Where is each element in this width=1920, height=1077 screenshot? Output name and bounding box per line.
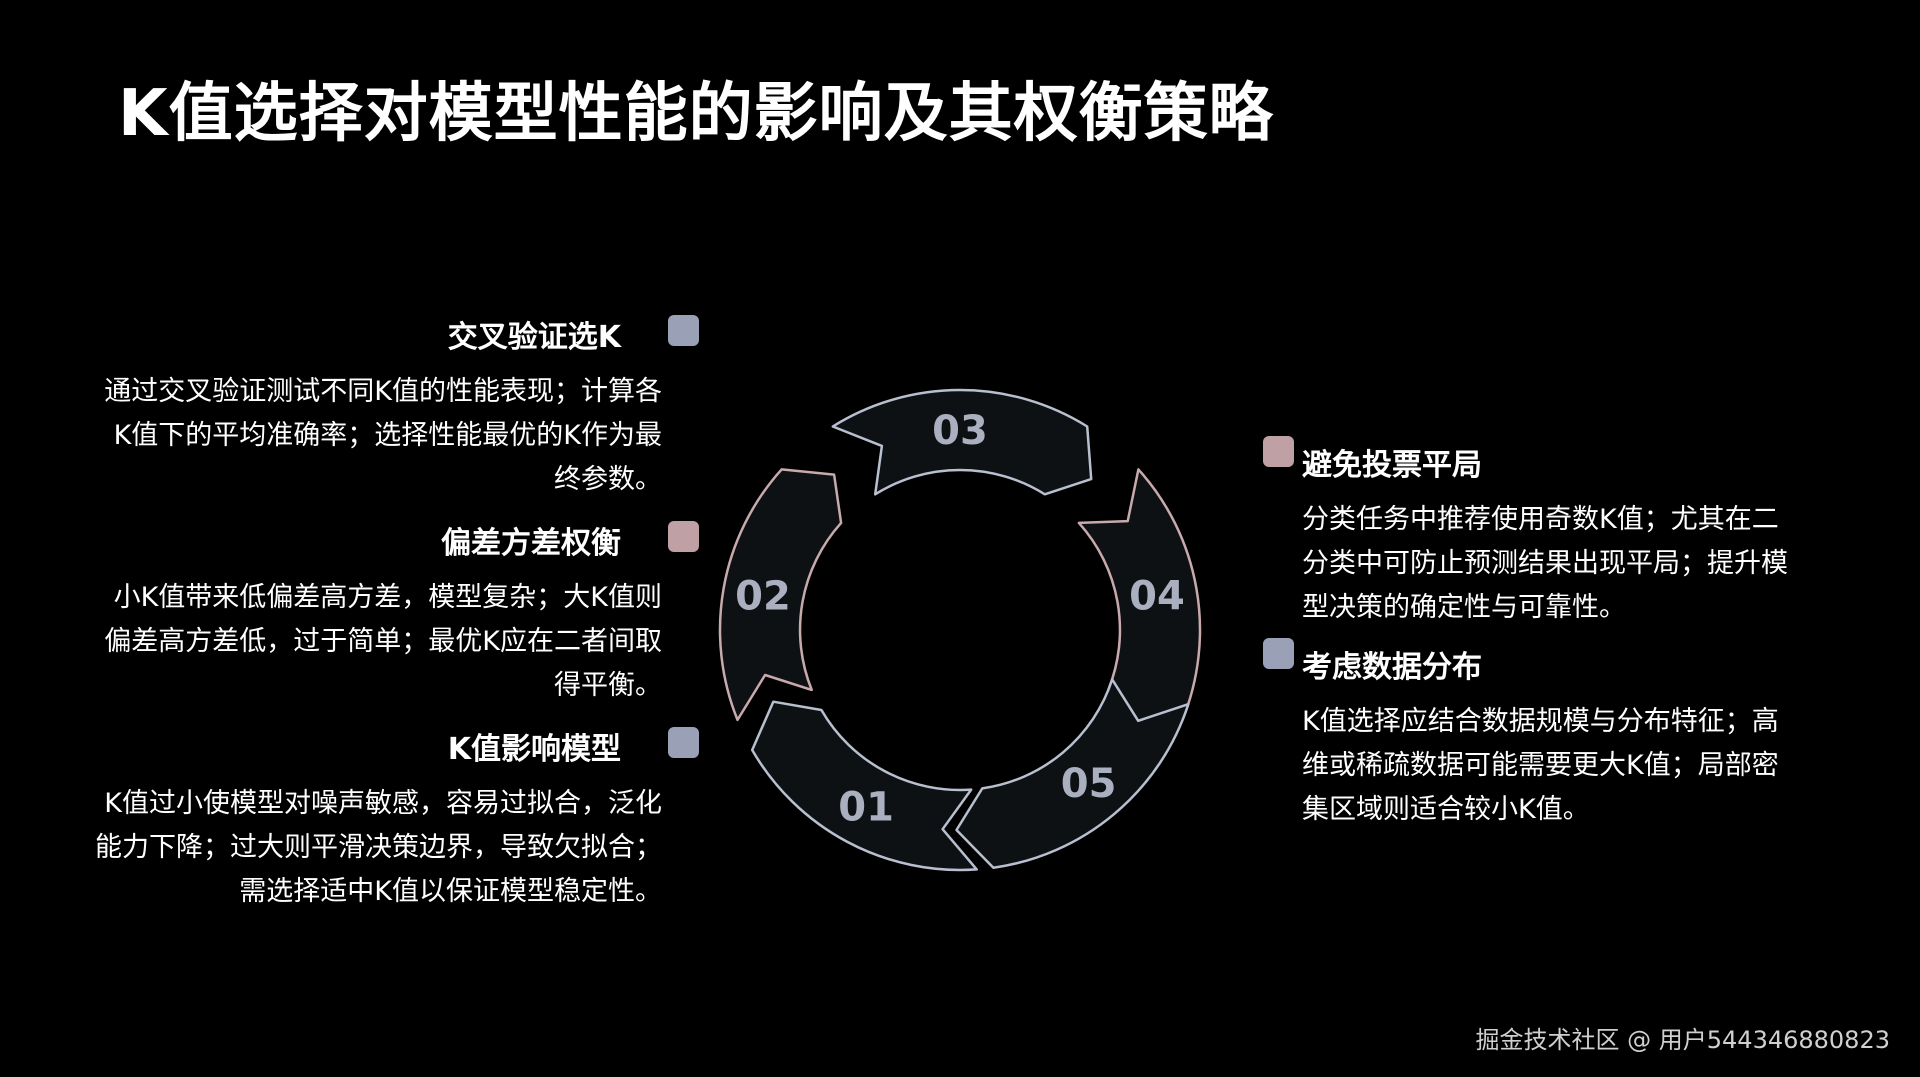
item-heading: 避免投票平局 bbox=[1302, 448, 1482, 483]
cycle-segment-label-05: 05 bbox=[1061, 761, 1117, 807]
item-description: 通过交叉验证测试不同K值的性能表现；计算各K值下的平均准确率；选择性能最优的K作… bbox=[104, 376, 662, 495]
cycle-segment-02 bbox=[718, 468, 843, 722]
item-heading: 偏差方差权衡 bbox=[441, 526, 621, 561]
right-item-head: 避免投票平局 bbox=[1264, 440, 1804, 484]
left-item-head: 偏差方差权衡 bbox=[102, 518, 699, 562]
item-heading: K值影响模型 bbox=[447, 732, 621, 767]
cycle-segment-label-01: 01 bbox=[838, 785, 894, 831]
item-description: 小K值带来低偏差高方差，模型复杂；大K值则偏差高方差低，过于简单；最优K应在二者… bbox=[104, 582, 662, 701]
left-item-bias-variance: 偏差方差权衡 小K值带来低偏差高方差，模型复杂；大K值则偏差高方差低，过于简单；… bbox=[102, 518, 699, 708]
blue-square-marker bbox=[668, 314, 699, 346]
right-item-head: 考虑数据分布 bbox=[1264, 642, 1804, 686]
pink-square-marker bbox=[668, 520, 699, 552]
right-item-data-distribution: 考虑数据分布 K值选择应结合数据规模与分布特征；高维或稀疏数据可能需要更大K值；… bbox=[1263, 638, 1804, 832]
cycle-diagram: 01 02 03 04 05 bbox=[718, 388, 1202, 872]
cycle-segment-03 bbox=[831, 388, 1093, 496]
page-title: K值选择对模型性能的影响及其权衡策略 bbox=[118, 77, 1274, 151]
left-item-head: K值影响模型 bbox=[82, 724, 699, 768]
cycle-segment-label-03: 03 bbox=[932, 408, 988, 454]
blue-square-marker bbox=[668, 726, 699, 758]
left-item-cross-validation: 交叉验证选K 通过交叉验证测试不同K值的性能表现；计算各K值下的平均准确率；选择… bbox=[102, 312, 699, 502]
watermark: 掘金技术社区 @ 用户544346880823 bbox=[1475, 1026, 1891, 1054]
item-description: K值过小使模型对噪声敏感，容易过拟合，泛化能力下降；过大则平滑决策边界，导致欠拟… bbox=[95, 788, 662, 907]
left-item-head: 交叉验证选K bbox=[102, 312, 699, 356]
item-heading: 考虑数据分布 bbox=[1302, 650, 1482, 685]
item-heading: 交叉验证选K bbox=[447, 320, 621, 355]
cycle-segment-label-04: 04 bbox=[1129, 573, 1185, 619]
cycle-segment-label-02: 02 bbox=[735, 573, 791, 619]
pink-square-marker bbox=[1263, 436, 1294, 467]
cycle-segment-01 bbox=[750, 700, 978, 872]
right-item-avoid-ties: 避免投票平局 分类任务中推荐使用奇数K值；尤其在二分类中可防止预测结果出现平局；… bbox=[1263, 436, 1804, 630]
left-item-k-influence: K值影响模型 K值过小使模型对噪声敏感，容易过拟合，泛化能力下降；过大则平滑决策… bbox=[82, 724, 699, 914]
blue-square-marker bbox=[1263, 638, 1294, 669]
item-description: K值选择应结合数据规模与分布特征；高维或稀疏数据可能需要更大K值；局部密集区域则… bbox=[1302, 706, 1779, 825]
item-description: 分类任务中推荐使用奇数K值；尤其在二分类中可防止预测结果出现平局；提升模型决策的… bbox=[1302, 504, 1788, 623]
cycle-segment-05 bbox=[955, 678, 1190, 869]
